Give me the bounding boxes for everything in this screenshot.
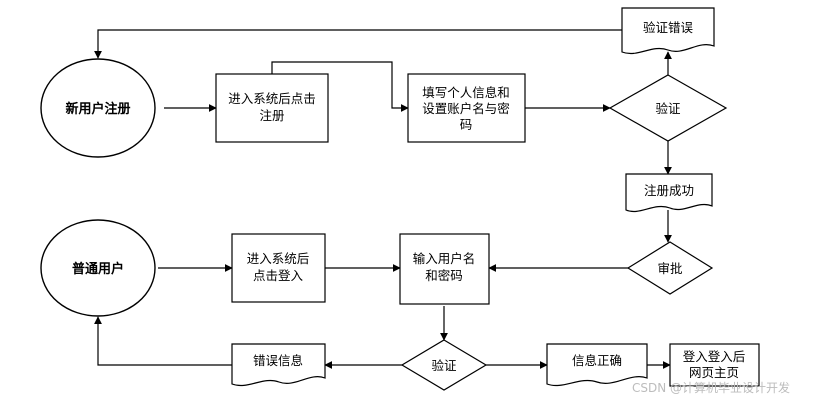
normal-user-label: 普通用户 bbox=[72, 261, 124, 277]
approve-label: 审批 bbox=[657, 261, 682, 276]
fill-personal-info-line-2: 设置账户名与密 bbox=[422, 101, 510, 116]
arrow-error-to-new-user bbox=[94, 29, 622, 59]
start-node-normal-user: 普通用户 bbox=[40, 219, 156, 317]
enter-system-register-line-2: 注册 bbox=[259, 108, 284, 123]
info-correct-label: 信息正确 bbox=[572, 353, 622, 368]
document-info-correct: 信息正确 bbox=[546, 343, 648, 386]
verify-top-label: 验证 bbox=[655, 101, 681, 116]
enter-system-login-line-1: 进入系统后 bbox=[247, 251, 310, 266]
fill-personal-info-line-3: 码 bbox=[460, 117, 473, 132]
new-user-register-label: 新用户注册 bbox=[65, 101, 130, 117]
verify-bottom-label: 验证 bbox=[431, 358, 457, 373]
login-home-line-2: 网页主页 bbox=[689, 365, 739, 380]
start-node-new-user-register: 新用户注册 bbox=[40, 58, 156, 158]
arrow-error-info-to-normal-user bbox=[94, 316, 232, 366]
error-info-label: 错误信息 bbox=[253, 353, 303, 368]
arrow-enter-to-fill bbox=[271, 61, 409, 112]
process-login-home: 登入登入后 网页主页 bbox=[669, 343, 760, 387]
process-enter-system-register: 进入系统后点击 注册 bbox=[215, 73, 329, 143]
process-enter-system-login: 进入系统后 点击登入 bbox=[231, 233, 326, 303]
login-home-line-1: 登入登入后 bbox=[683, 349, 746, 364]
process-input-username-password: 输入用户名 和密码 bbox=[399, 233, 490, 305]
decision-verify-bottom: 验证 bbox=[400, 339, 488, 391]
document-error-info: 错误信息 bbox=[231, 343, 326, 386]
decision-approve: 审批 bbox=[626, 241, 714, 295]
process-fill-personal-info: 填写个人信息和 设置账户名与密 码 bbox=[407, 73, 526, 143]
watermark: CSDN @计算机毕业设计开发 bbox=[632, 380, 790, 395]
connectors bbox=[94, 29, 672, 369]
enter-system-login-line-2: 点击登入 bbox=[253, 268, 304, 283]
input-username-password-line-1: 输入用户名 bbox=[413, 251, 476, 266]
input-username-password-line-2: 和密码 bbox=[425, 268, 463, 283]
document-register-success: 注册成功 bbox=[625, 173, 713, 212]
document-verify-error: 验证错误 bbox=[621, 7, 715, 54]
fill-personal-info-line-1: 填写个人信息和 bbox=[422, 85, 510, 100]
verify-error-label: 验证错误 bbox=[643, 20, 694, 35]
register-success-label: 注册成功 bbox=[644, 183, 694, 198]
enter-system-register-line-1: 进入系统后点击 bbox=[228, 91, 316, 106]
decision-verify-top: 验证 bbox=[608, 74, 728, 142]
